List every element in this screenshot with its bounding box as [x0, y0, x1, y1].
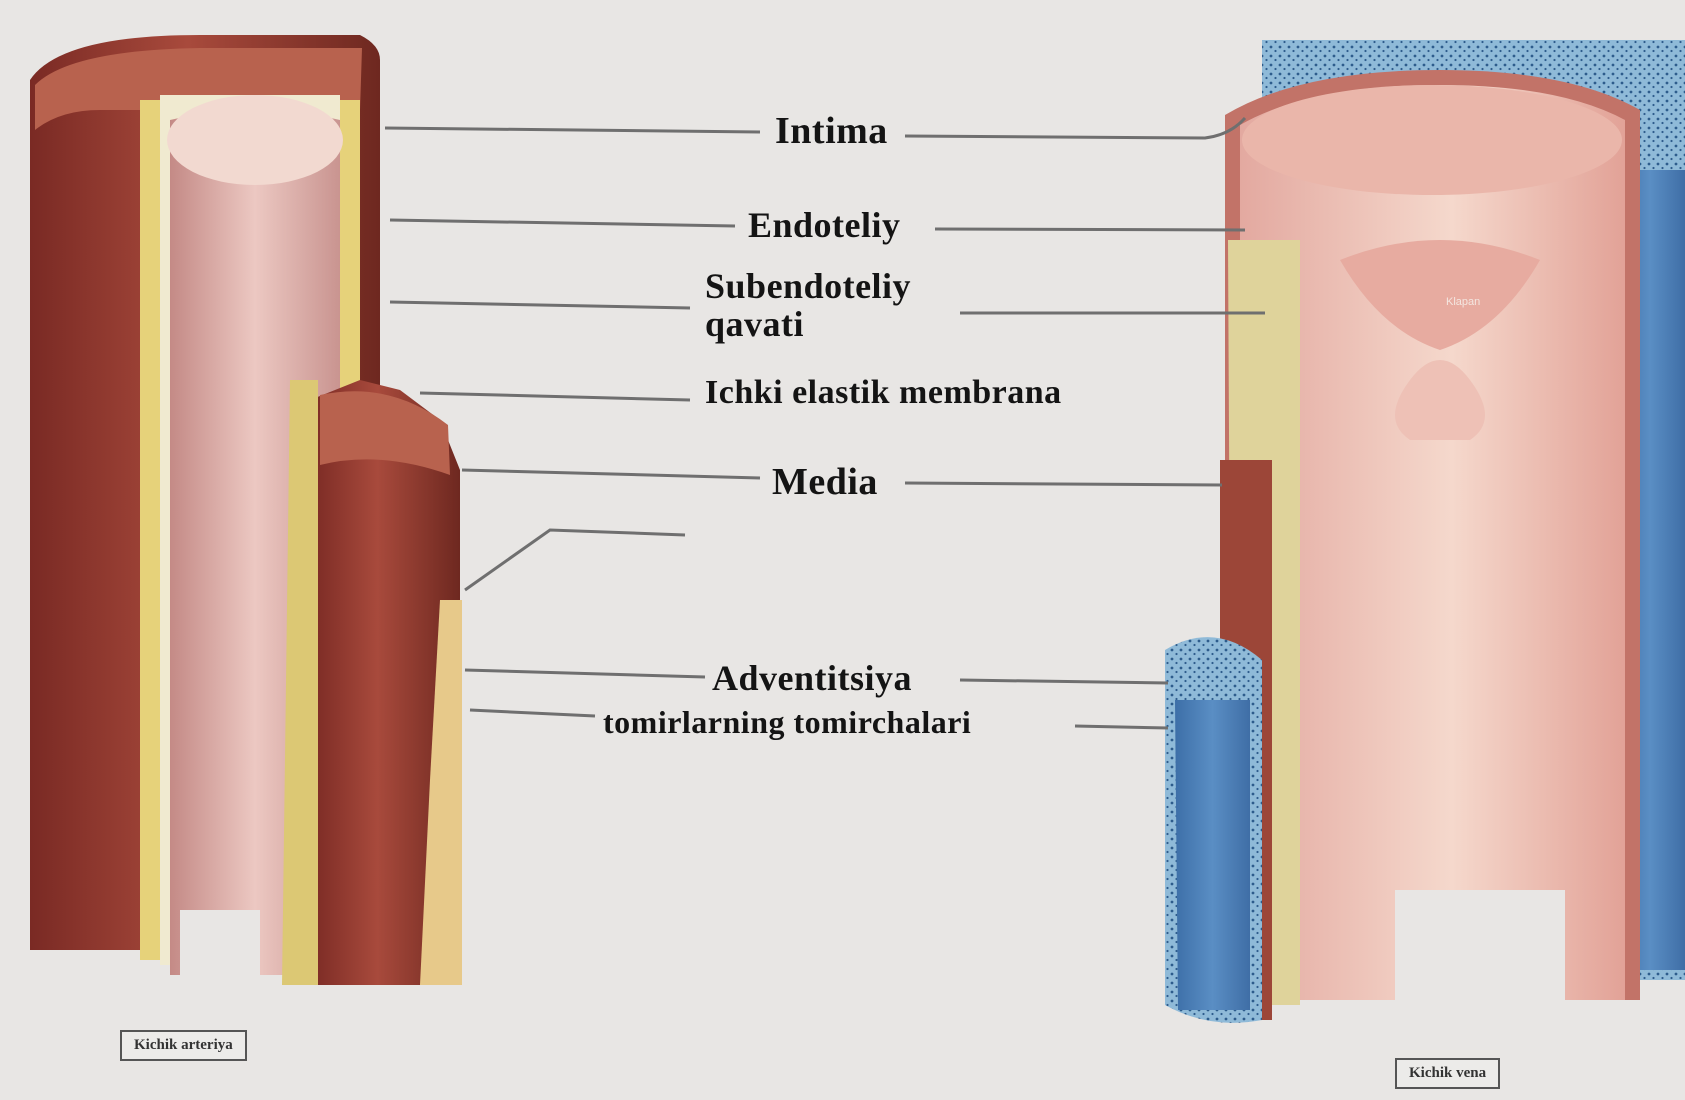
label-tomirlarning-tomirchalari: tomirlarning tomirchalari [603, 706, 971, 738]
caption-artery: Kichik arteriya [120, 1030, 247, 1061]
label-adventitsiya: Adventitsiya [712, 660, 912, 696]
label-endoteliy: Endoteliy [748, 207, 901, 243]
vein-illustration [1165, 40, 1685, 1023]
label-ichki-elastik-membrana: Ichki elastik membrana [705, 376, 1062, 410]
label-qavati: qavati [705, 306, 804, 342]
artery-illustration [30, 35, 480, 1020]
caption-vein: Kichik vena [1395, 1058, 1500, 1089]
label-media: Media [772, 463, 878, 501]
label-subendoteliy: Subendoteliy [705, 268, 911, 304]
label-intima: Intima [775, 112, 888, 150]
label-klapan: Klapan [1446, 296, 1480, 308]
